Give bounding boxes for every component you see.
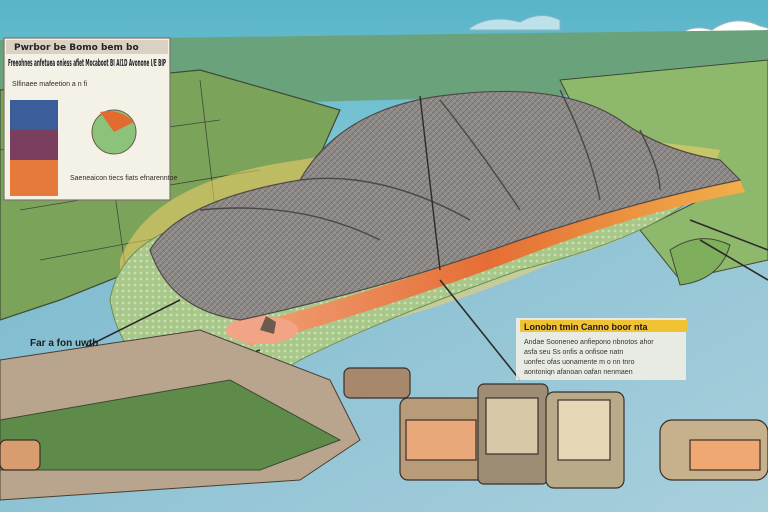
annotation-line-2: asfa seu Ss onfis a onfisoe natn <box>524 349 623 356</box>
legend-gauge-wedge <box>100 111 134 132</box>
annotation-line-1: Andae Sooneneo anfiepono nbnotos ahor <box>524 339 654 346</box>
legend-swatch-blue <box>10 100 58 130</box>
dome-ridges <box>199 89 661 271</box>
buildings <box>0 367 768 489</box>
annotation-title: Lonobn tmin Canno boor nta <box>524 322 648 332</box>
legend-panel: Pwrbor be Bomo bem bo Freeohnes anfetuea… <box>3 37 178 201</box>
left-callout-label: Far a fon uwth <box>30 338 98 349</box>
annotation-box: Lonobn tmin Canno boor nta Andae Soonene… <box>516 318 688 380</box>
lava-flow <box>230 180 745 346</box>
right-island <box>669 238 731 286</box>
foreground-field <box>0 379 342 471</box>
legend-swatch-purple <box>10 130 58 160</box>
legend-panel-header: Pwrbor be Bomo bem bo <box>14 43 139 53</box>
legend-panel-subtitle: Slfinaee mafeetion a n fi <box>12 81 88 88</box>
legend-panel-title: Freeohnes anfetuea oniess afiet Mocaboot… <box>8 58 166 69</box>
annotation-line-3: uonfec ofas uonamente m o nn tnro <box>524 359 635 366</box>
annotation-highlight <box>520 320 688 332</box>
annotation-line-4: aontoniqn afanoan oafan nenmaen <box>524 369 633 376</box>
vent-rock <box>260 316 276 334</box>
legend-swatch-orange <box>10 160 58 196</box>
gray-dome <box>149 90 742 321</box>
legend-panel-caption: Saeneaicon tiecs fiats efnarenntoe <box>70 175 178 182</box>
